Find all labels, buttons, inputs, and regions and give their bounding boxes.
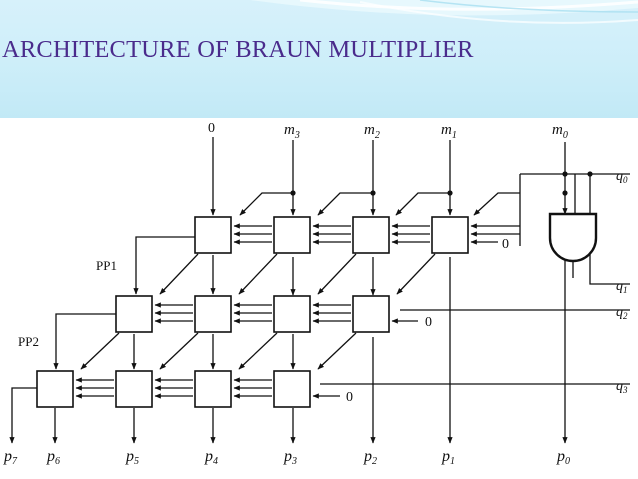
input-m0-label: m0 xyxy=(552,122,568,141)
output-p7-label: p7 xyxy=(3,448,18,467)
carry-zero-row1: 0 xyxy=(502,237,509,252)
input-zero-label: 0 xyxy=(208,121,215,136)
output-p5-label: p5 xyxy=(125,448,139,467)
input-q0-label: q0 xyxy=(616,169,628,185)
carry-zero-row2: 0 xyxy=(425,315,432,330)
slide-header: ARCHITECTURE OF BRAUN MULTIPLIER xyxy=(0,0,638,118)
output-p1-label: p1 xyxy=(441,448,455,467)
pp2-label: PP2 xyxy=(18,334,39,349)
input-q1-label: q1 xyxy=(616,279,628,295)
input-m3-label: m3 xyxy=(284,122,300,141)
slide-title: ARCHITECTURE OF BRAUN MULTIPLIER xyxy=(2,36,474,63)
output-p4-label: p4 xyxy=(204,448,218,467)
output-p6-label: p6 xyxy=(46,448,60,467)
output-p0-label: p0 xyxy=(556,448,570,467)
input-m2-label: m2 xyxy=(364,122,380,141)
pp1-label: PP1 xyxy=(96,258,117,273)
braun-multiplier-diagram: 0 m3 m2 m1 m0 q0 q1 q2 q3 PP1 PP2 0 0 0 … xyxy=(3,121,630,467)
input-m1-label: m1 xyxy=(441,122,457,141)
header-swoosh-decoration xyxy=(250,0,638,24)
carry-zero-row3: 0 xyxy=(346,390,353,405)
output-p3-label: p3 xyxy=(283,448,297,467)
output-p2-label: p2 xyxy=(363,448,377,467)
input-q3-label: q3 xyxy=(616,379,628,395)
input-q2-label: q2 xyxy=(616,305,628,321)
